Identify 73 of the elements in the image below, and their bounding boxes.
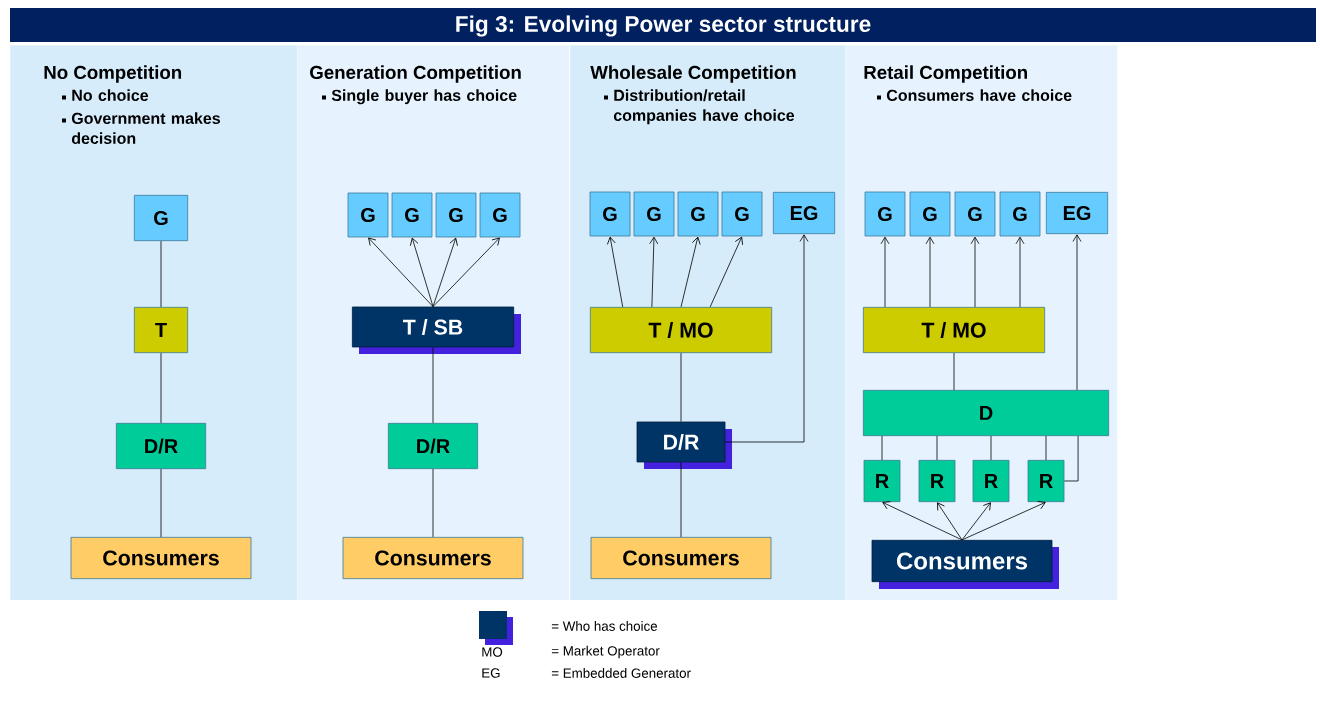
connector xyxy=(432,347,434,424)
connector xyxy=(937,502,963,541)
abbreviation-text: EG xyxy=(482,668,500,678)
generator-box: G xyxy=(909,191,951,237)
connector xyxy=(680,462,682,538)
generator-box: G xyxy=(347,192,389,238)
generator-box: G xyxy=(999,191,1041,237)
connector xyxy=(1064,435,1079,482)
bullet-text: No choice xyxy=(72,89,149,101)
distribution-box: R xyxy=(863,459,901,503)
distribution-box: D xyxy=(862,389,1110,437)
generator-box: EG xyxy=(772,191,836,235)
bullet-text: Single buyer has choice xyxy=(331,89,517,105)
connector xyxy=(1015,236,1025,308)
generator-box: G xyxy=(721,191,763,237)
connector xyxy=(961,502,991,541)
connector xyxy=(409,237,434,307)
choice-box: D/R xyxy=(636,421,732,469)
connector xyxy=(881,435,883,461)
choice-box: T / SB xyxy=(351,306,521,354)
generator-box: G xyxy=(864,191,906,237)
generator-box: G xyxy=(435,192,477,238)
generator-box: G xyxy=(391,192,433,238)
connector xyxy=(1045,435,1047,461)
distribution-box: R xyxy=(1027,459,1065,503)
connector xyxy=(432,237,500,307)
transmission-box: T / MO xyxy=(589,306,773,354)
abbreviation-text: = Embedded Generator xyxy=(551,668,691,678)
transmission-box: T / MO xyxy=(862,306,1046,354)
connector xyxy=(432,237,458,307)
bullet-text: Government makes decision xyxy=(71,112,220,144)
bullet-text: Consumers have choice xyxy=(886,89,1072,101)
connector xyxy=(961,501,1046,541)
generator-box: G xyxy=(479,192,521,238)
connector xyxy=(953,352,955,391)
connector xyxy=(680,236,701,308)
connector xyxy=(709,236,743,308)
title-bar: Fig 3: Evolving Power sector structure xyxy=(10,8,1316,42)
choice-box: Consumers xyxy=(871,539,1059,589)
generator-box: G xyxy=(954,191,996,237)
distribution-box: D/R xyxy=(387,422,479,470)
consumers-box: Consumers xyxy=(590,536,772,580)
connector xyxy=(970,236,980,308)
generator-box: EG xyxy=(1045,191,1109,235)
generator-box: G xyxy=(589,191,631,237)
connector xyxy=(936,435,938,461)
connector xyxy=(160,468,162,538)
connector xyxy=(160,352,162,424)
connector xyxy=(432,468,434,538)
distribution-box: D/R xyxy=(115,422,207,470)
connector xyxy=(882,501,963,541)
distribution-box: R xyxy=(972,459,1010,503)
connector xyxy=(925,236,935,308)
connector xyxy=(880,236,890,308)
connector xyxy=(649,236,659,308)
consumers-box: Consumers xyxy=(342,536,524,580)
consumers-box: Consumers xyxy=(70,536,252,580)
transmission-box: T xyxy=(133,306,189,354)
distribution-box: R xyxy=(918,459,956,503)
generator-box: G xyxy=(633,191,675,237)
abbreviation-text: MO xyxy=(482,647,503,657)
legend-text: = Who has choice xyxy=(551,621,657,631)
connector xyxy=(990,435,992,461)
connector xyxy=(160,240,162,308)
connector xyxy=(725,234,809,443)
connector xyxy=(607,236,624,308)
bullet-text: Distribution/retail companies have choice xyxy=(613,89,795,125)
abbreviation-text: = Market Operator xyxy=(551,645,660,659)
generator-box: G xyxy=(133,194,189,242)
generator-box: G xyxy=(677,191,719,237)
connector xyxy=(368,237,434,307)
connector xyxy=(680,352,682,422)
connector xyxy=(1072,234,1082,391)
